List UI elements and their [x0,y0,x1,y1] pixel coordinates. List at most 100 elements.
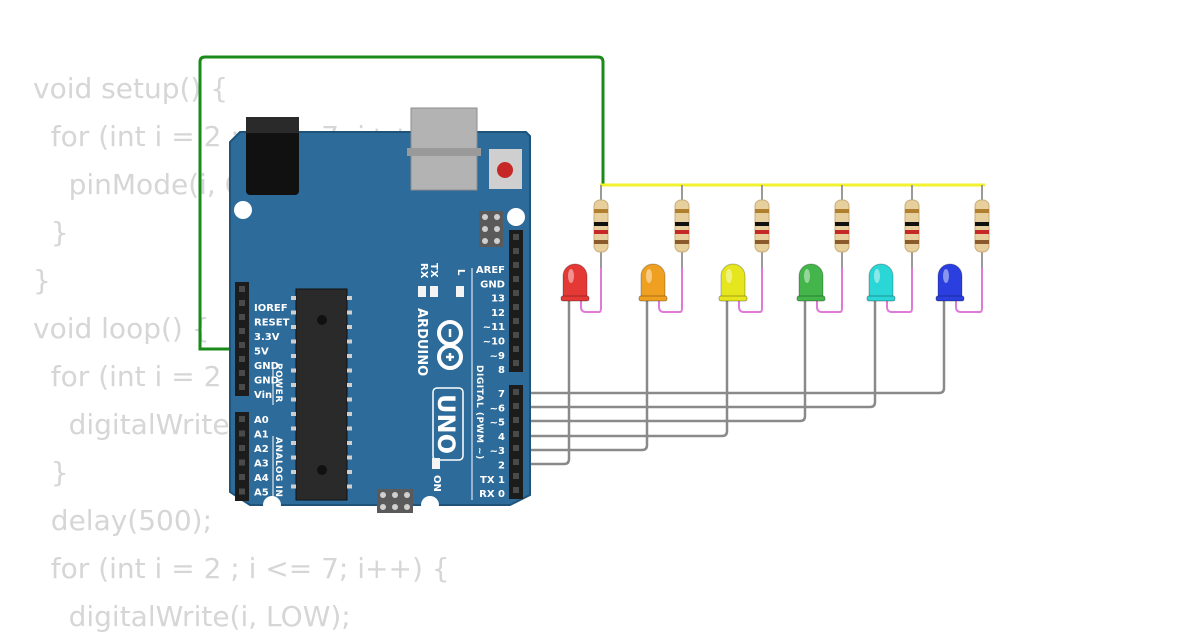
header-pin[interactable] [513,417,519,423]
chip-pins [291,296,352,489]
header-pin[interactable] [513,234,519,240]
header-pin[interactable] [239,430,245,437]
resistor-band [905,222,919,226]
on-led-label: ON [431,475,442,492]
header-pin[interactable] [513,262,519,268]
icsp-pin [494,226,500,232]
pin-label: 12 [491,308,505,319]
signal-wire[interactable] [520,300,807,423]
wires-layer [198,55,985,466]
led-anode-leg [816,268,843,313]
mounting-hole [507,208,525,226]
signal-wire[interactable] [520,300,649,452]
resistor-band [755,240,769,244]
digital-header-label: DIGITAL (PWM ~) [474,365,484,460]
header-pin[interactable] [239,370,245,376]
header-pin[interactable] [513,276,519,282]
signal-wire[interactable] [520,300,729,438]
pin-label: RESET [254,318,290,329]
header-pin[interactable] [239,356,245,362]
header-pin[interactable] [239,416,245,422]
led-anode-leg [738,268,763,313]
resistor[interactable] [674,199,690,268]
led[interactable] [638,263,683,313]
header-pin[interactable] [239,300,245,306]
arduino-logo-icon [437,320,463,370]
header-pin[interactable] [513,290,519,296]
header-pin[interactable] [513,389,519,395]
analog-header-label: ANALOG IN [273,437,283,497]
mounting-hole [234,201,252,219]
power-wire-5v[interactable] [198,55,605,351]
header-body [235,282,249,396]
header-pin[interactable] [513,403,519,409]
chip-pin [347,310,352,315]
chip-pin [347,354,352,358]
code-line: void setup() { [33,72,229,105]
resistors [593,199,990,268]
icsp-header-bottom [377,489,413,513]
chip-pin [347,383,352,387]
header-pin[interactable] [513,318,519,324]
pin-label: A1 [254,430,269,441]
icsp-pin [482,214,488,220]
pin-label: 4 [498,432,505,443]
chip-pin [291,455,296,460]
header-pin[interactable] [239,445,245,451]
icsp-pin [380,492,386,498]
header-pin[interactable] [239,384,245,390]
pin-label: 3.3V [254,332,280,343]
chip-pin [347,426,352,431]
chip-pin [291,484,296,489]
header-pin[interactable] [239,314,245,320]
led-body [720,263,746,299]
header-pin[interactable] [513,431,519,437]
header-pin[interactable] [239,286,245,292]
header-pin[interactable] [513,304,519,310]
tx-led [418,286,426,297]
header-pin[interactable] [513,459,519,465]
led[interactable] [935,263,983,313]
l-led-label: L [455,269,466,276]
led[interactable] [866,263,913,313]
resistor[interactable] [593,199,609,268]
analog-header [235,412,249,501]
pin-label: RX 0 [479,489,505,500]
led[interactable] [718,263,763,313]
resistor[interactable] [974,199,990,268]
reset-button-cap[interactable] [497,162,513,178]
resistor[interactable] [904,199,920,268]
header-pin[interactable] [513,445,519,451]
power-header-label: POWER [273,363,283,403]
header-pin[interactable] [513,332,519,338]
signal-wire[interactable] [520,300,877,409]
led[interactable] [560,263,602,313]
header-pin[interactable] [513,346,519,352]
signal-wire[interactable] [520,300,946,395]
led-body [798,263,824,299]
led-anode-leg [955,268,983,313]
pin-label: GND [254,361,279,372]
header-pin[interactable] [239,328,245,334]
resistor-band [755,222,769,226]
header-pin[interactable] [513,473,519,479]
header-pin[interactable] [239,474,245,480]
code-line: void loop() { [33,312,210,345]
resistor[interactable] [754,199,770,268]
signal-wire[interactable] [520,300,571,466]
header-pin[interactable] [239,342,245,348]
usb-port-rim [407,148,481,156]
header-pin[interactable] [513,360,519,366]
pin-label: ~3 [490,446,505,457]
led[interactable] [796,263,843,313]
header-pin[interactable] [513,487,519,493]
header-pin[interactable] [513,248,519,254]
header-pin[interactable] [239,488,245,495]
header-pin[interactable] [239,459,245,466]
resistor-band [594,240,608,244]
chip-pin [291,354,296,358]
pin-label: GND [254,376,279,387]
resistor[interactable] [834,199,850,268]
